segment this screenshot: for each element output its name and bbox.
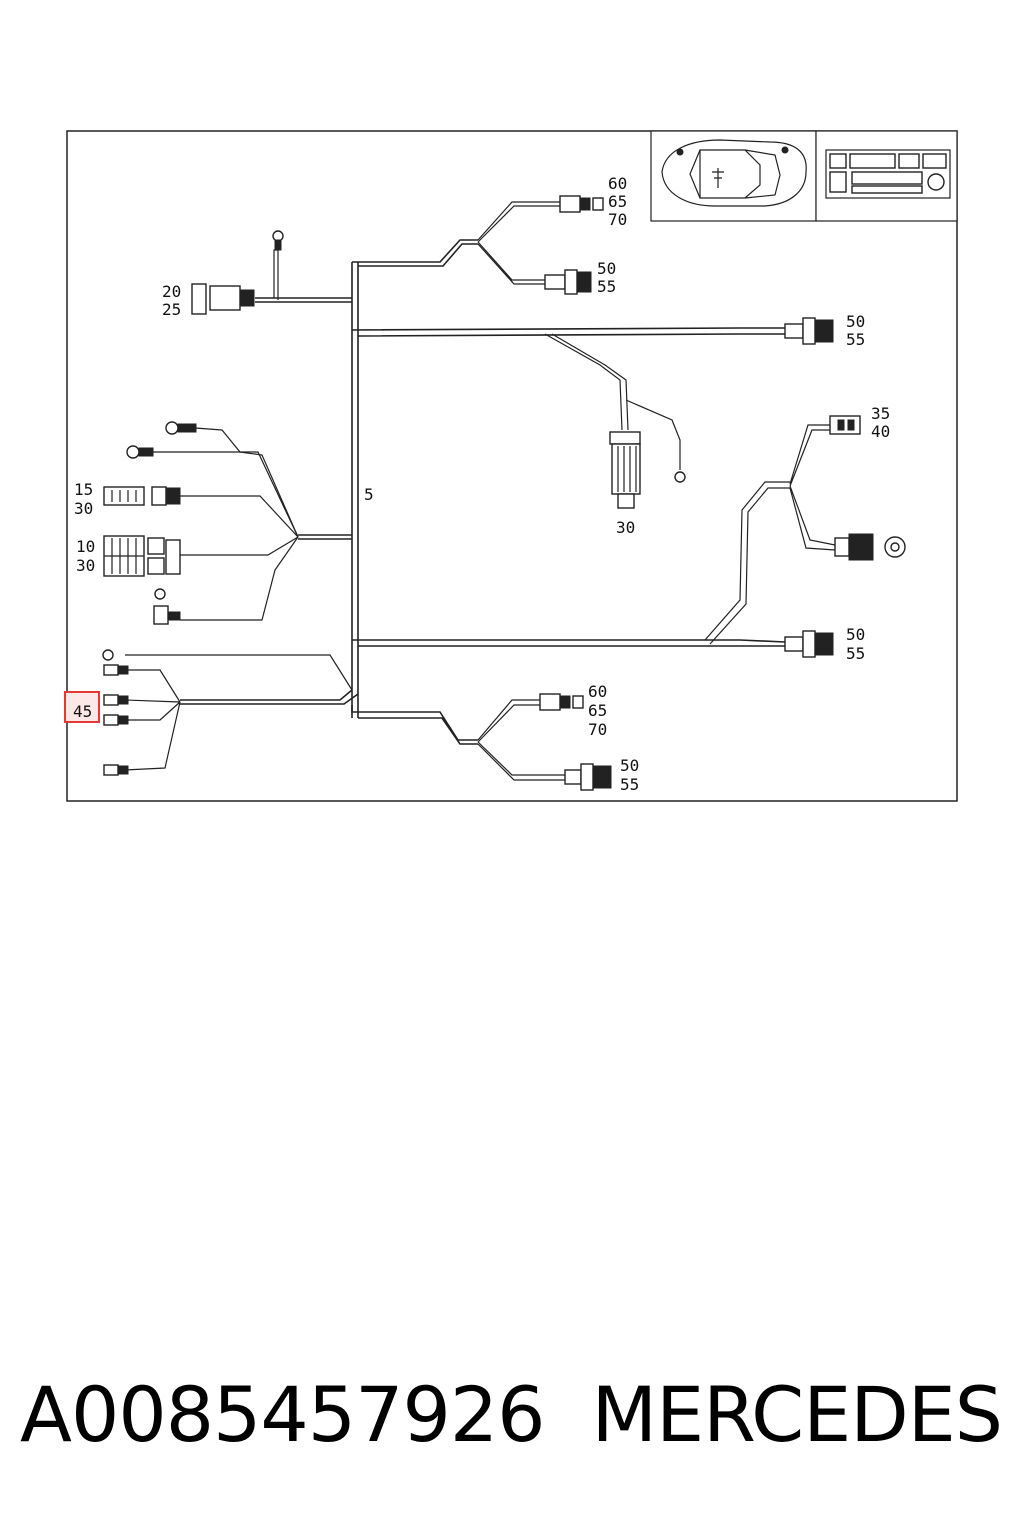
callout-45: 45 (73, 702, 92, 721)
antenna-connector (834, 533, 906, 561)
callout-15: 15 (74, 480, 93, 499)
callout-30-b: 30 (76, 556, 95, 575)
fuse-holder-30 (609, 431, 686, 509)
callout-35: 35 (871, 404, 890, 423)
callout-70-a: 70 (608, 210, 627, 229)
brand-name: MERCEDES (591, 1370, 1003, 1459)
connector-50-55-right (784, 317, 834, 345)
callout-60-a: 60 (608, 174, 627, 193)
connector-35-40 (829, 415, 861, 435)
callout-50-a: 50 (597, 259, 616, 278)
connector-10-30 (103, 535, 181, 577)
radio-thumbnail (815, 130, 958, 222)
callout-50-d: 50 (620, 756, 639, 775)
callout-50-c: 50 (846, 625, 865, 644)
footer: A0085457926 MERCEDES (0, 1370, 1024, 1470)
part-number: A0085457926 (20, 1370, 546, 1459)
callout-65-a: 65 (608, 192, 627, 211)
callout-40: 40 (871, 422, 890, 441)
callout-60-b: 60 (588, 682, 607, 701)
callout-55-a: 55 (597, 277, 616, 296)
connector-50-55-upper (544, 269, 592, 295)
callout-55-d: 55 (620, 775, 639, 794)
callout-25: 25 (162, 300, 181, 319)
diagram-frame (66, 130, 958, 802)
wiring-harness-diagram: 5 20 25 15 30 10 30 30 60 65 70 50 55 50… (64, 130, 958, 802)
callout-5: 5 (364, 485, 374, 504)
callout-55-c: 55 (846, 644, 865, 663)
connector-50-55-lower-right (784, 630, 834, 658)
connector-20-25 (191, 230, 284, 315)
vehicle-thumbnail (650, 130, 817, 222)
callout-30-a: 30 (74, 499, 93, 518)
elbow-connector (153, 588, 181, 625)
callout-20: 20 (162, 282, 181, 301)
callout-10: 10 (76, 537, 95, 556)
connector-60-65-70-bottom (539, 693, 584, 711)
callout-50-b: 50 (846, 312, 865, 331)
callout-30-c: 30 (616, 518, 635, 537)
callout-70-b: 70 (588, 720, 607, 739)
callout-65-b: 65 (588, 701, 607, 720)
connector-60-65-70-top (559, 195, 604, 213)
terminals-45-group (102, 649, 129, 776)
connector-15-30 (103, 486, 181, 506)
connector-50-55-bottom (564, 763, 612, 791)
callout-45-highlight (64, 691, 100, 723)
callout-55-b: 55 (846, 330, 865, 349)
ring-terminals-upper-left (126, 421, 197, 459)
